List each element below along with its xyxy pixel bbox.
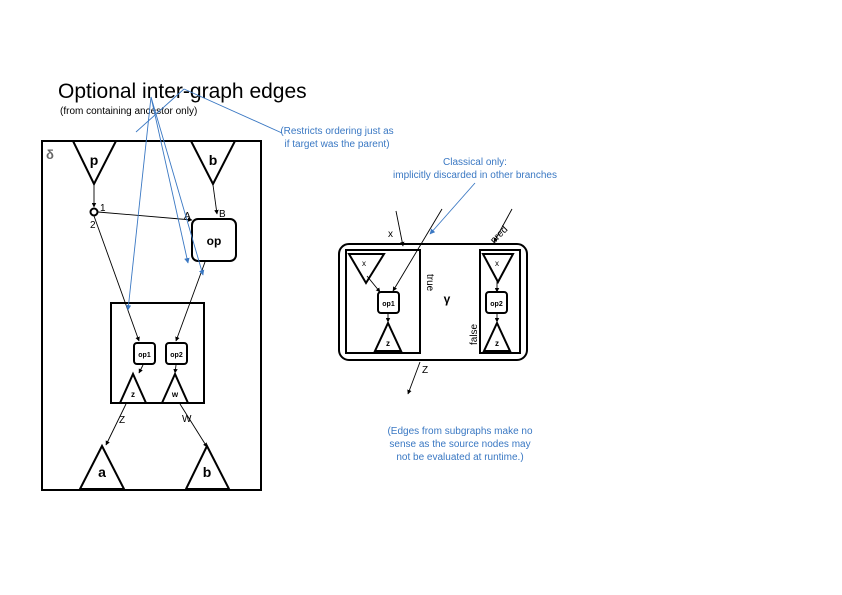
edge-pred-in (493, 208, 513, 243)
true-branch-label: true (424, 274, 435, 292)
graph-label-delta: δ (46, 147, 54, 162)
annotation-arrow-1 (125, 96, 152, 311)
output-node-b (184, 443, 231, 490)
true-out-label: z (386, 339, 390, 348)
edge-x-in (395, 210, 405, 247)
note-line: if target was the parent) (284, 139, 390, 150)
edge-x-to-op1 (366, 275, 381, 293)
note-line: (Restricts ordering just as (280, 126, 394, 137)
op1-node (133, 342, 156, 365)
op1-node-label: op1 (138, 352, 151, 359)
op-node-label: op (207, 234, 222, 248)
inner-output-w (160, 371, 190, 404)
port-label-A: A (184, 211, 191, 222)
false-op2-label: op2 (490, 301, 503, 308)
edge-label-W: W (182, 414, 192, 425)
true-branch-input-x (347, 253, 386, 285)
port-label-B: B (219, 209, 226, 220)
edge-Z-out (407, 361, 421, 395)
note-line: (Edges from subgraphs make no (387, 426, 533, 437)
page-title: Optional inter-graph edges (58, 80, 307, 103)
input-label-p: p (90, 152, 99, 168)
graph-label-gamma: γ (444, 292, 451, 306)
annotation-arrow-2 (150, 96, 190, 264)
op2-node (165, 342, 188, 365)
outer-graph-frame (41, 140, 262, 491)
annotation-arrow-5 (183, 88, 283, 134)
annotation-arrow-3 (150, 96, 205, 276)
inner-output-z (118, 371, 148, 404)
inner-output-w-label: w (171, 390, 179, 399)
true-branch-frame (345, 249, 421, 354)
port-label-1: 1 (100, 203, 106, 214)
output-node-a (78, 443, 126, 490)
input-node-p (71, 140, 118, 187)
gamma-node-frame (338, 243, 528, 361)
false-out-label: z (495, 339, 499, 348)
inner-output-z-label: z (131, 390, 135, 399)
note-line: sense as the source nodes may (389, 439, 531, 450)
output-label-b: b (203, 464, 212, 480)
edge-W-to-b (179, 403, 208, 448)
note-line: Classical only: (443, 157, 507, 168)
edge-op-to-op2 (175, 261, 206, 342)
true-op1-label: op1 (382, 301, 395, 308)
annotation-arrow-4 (135, 88, 185, 133)
note-classical-only: Classical only: implicitly discarded in … (370, 156, 580, 182)
op-node (191, 218, 237, 262)
output-label-a: a (98, 464, 106, 480)
edge-port2-to-op1 (93, 215, 140, 342)
output-port (89, 207, 99, 217)
edge-port1-to-op (97, 211, 193, 222)
port-label-2: 2 (90, 220, 96, 231)
note-line: not be evaluated at runtime.) (396, 452, 524, 463)
edge-label-x: x (388, 229, 393, 240)
false-branch-output-z (482, 320, 512, 352)
edge-Z-to-a (105, 403, 127, 446)
edge-op1-to-z (138, 364, 144, 374)
annotation-arrow-classical (429, 182, 476, 235)
edge-label-Z-out: Z (422, 365, 428, 376)
op2-node-label: op2 (170, 352, 183, 359)
input-label-b: b (209, 152, 218, 168)
false-input-label: x (495, 259, 499, 268)
edge-label-Z: Z (119, 415, 125, 426)
false-branch-label: false (469, 323, 480, 345)
true-op1-node (377, 291, 400, 314)
edge-label-pred: pred (488, 224, 510, 246)
edge-op2-to-w (173, 364, 178, 374)
true-input-label: x (362, 259, 366, 268)
true-branch-output-z (373, 320, 403, 352)
note-line: implicitly discarded in other branches (393, 170, 557, 181)
edge-b-to-op (212, 184, 219, 215)
false-branch-frame (479, 249, 521, 354)
note-subgraph-edges: (Edges from subgraphs make no sense as t… (360, 425, 560, 464)
input-node-b (189, 140, 237, 187)
false-branch-input-x (481, 253, 515, 285)
edge-outer-to-op1 (392, 208, 443, 292)
inner-graph-frame (110, 302, 205, 404)
note-restricts-ordering: (Restricts ordering just as if target wa… (262, 125, 412, 151)
page-subtitle: (from containing ancestor only) (60, 106, 198, 117)
